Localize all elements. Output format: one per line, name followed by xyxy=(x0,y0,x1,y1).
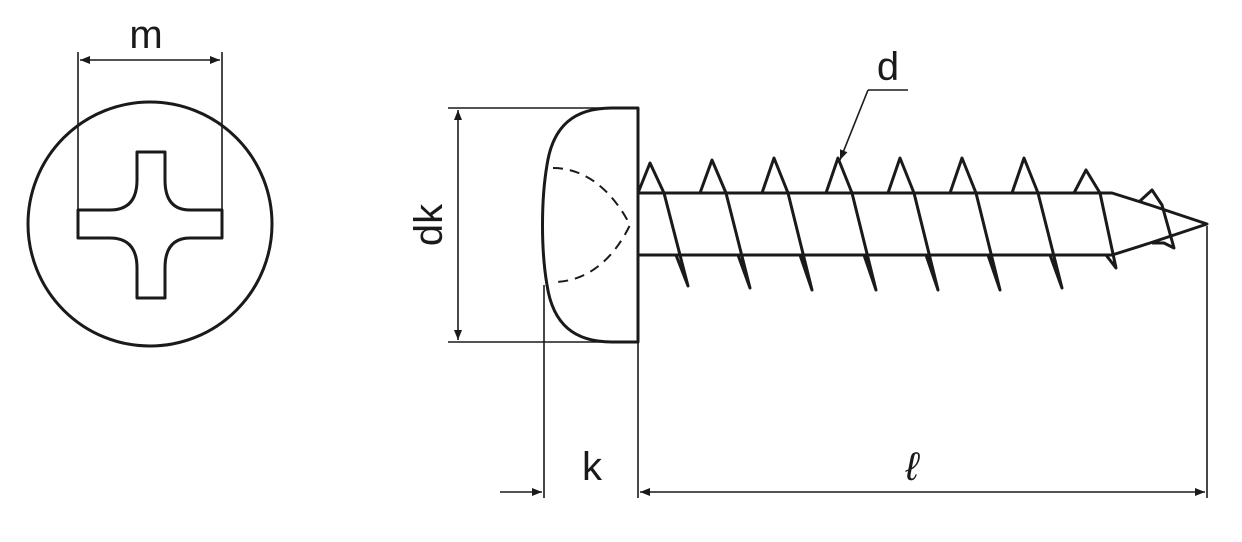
screw-threads xyxy=(636,156,1176,292)
phillips-recess-icon xyxy=(76,150,224,300)
dimension-length: ℓ xyxy=(640,226,1208,498)
dimension-k: k xyxy=(500,285,639,498)
dimension-m: m xyxy=(77,13,223,212)
screw-head xyxy=(541,106,640,344)
label-k: k xyxy=(582,445,603,489)
label-m: m xyxy=(129,13,162,57)
screw-side-view xyxy=(541,106,1209,344)
head-outline-circle xyxy=(26,100,274,348)
dimension-d: d xyxy=(839,45,908,161)
leader-line-d xyxy=(839,89,869,161)
label-length: ℓ xyxy=(905,445,921,489)
head-top-view xyxy=(26,100,274,348)
dimension-dk: dk xyxy=(407,107,612,343)
label-dk: dk xyxy=(407,203,451,246)
hidden-recess xyxy=(552,167,632,283)
label-d: d xyxy=(877,45,899,89)
